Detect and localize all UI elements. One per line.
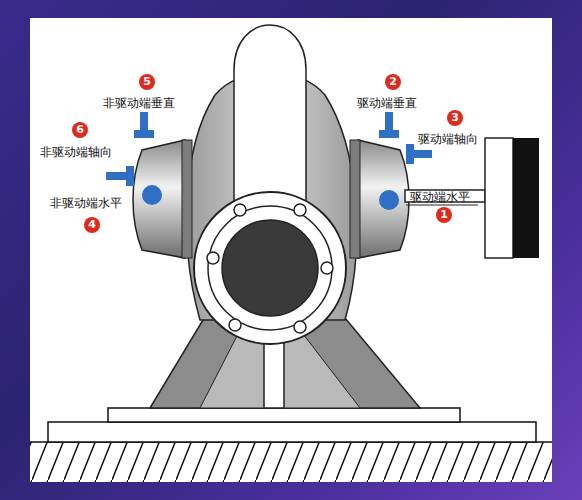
callout-number: 2	[385, 74, 401, 90]
measure-point-label: 驱动端轴向	[418, 132, 478, 146]
callout-number: 4	[84, 217, 100, 233]
measure-point-label: 驱动端水平	[410, 190, 470, 204]
callout-number: 5	[139, 74, 155, 90]
callout-number: 3	[447, 110, 463, 126]
measure-point-label: 驱动端垂直	[357, 96, 417, 110]
callout-number: 6	[72, 122, 88, 138]
measure-point-label: 非驱动端轴向	[40, 145, 112, 159]
callout-number: 1	[436, 207, 452, 223]
measure-point-label: 非驱动端水平	[50, 196, 122, 210]
measure-point-label: 非驱动端垂直	[103, 96, 175, 110]
